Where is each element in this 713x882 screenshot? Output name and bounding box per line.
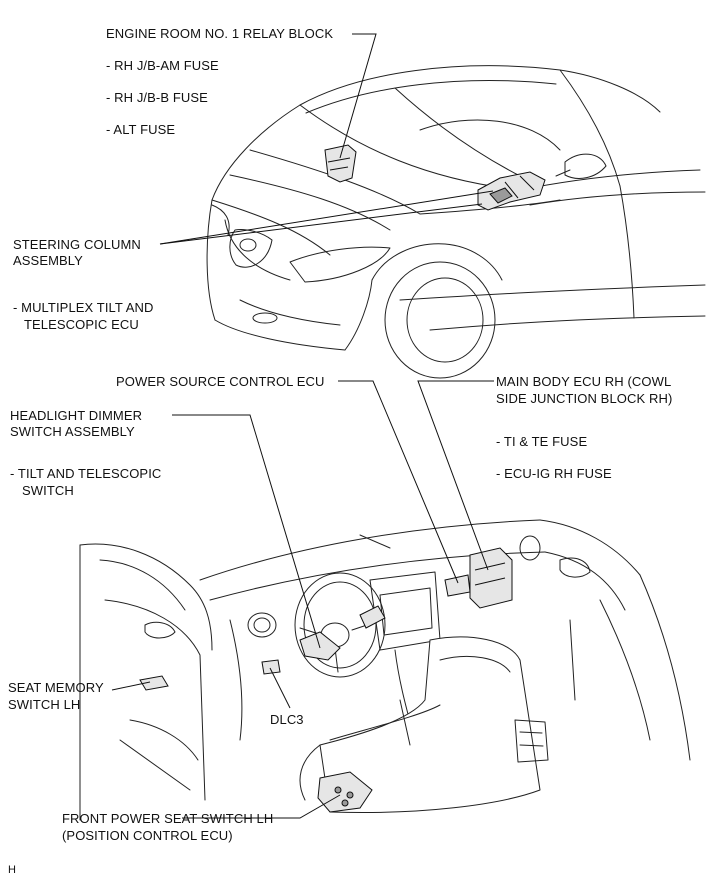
label-tilt-telescopic-line1: - TILT AND TELESCOPIC	[10, 466, 162, 481]
label-engine-room-relay-block: ENGINE ROOM NO. 1 RELAY BLOCK	[106, 26, 334, 41]
label-alt-fuse: - ALT FUSE	[106, 122, 176, 137]
label-ti-te-fuse: - TI & TE FUSE	[496, 434, 588, 449]
label-steering-column-line2: ASSEMBLY	[13, 253, 83, 268]
label-main-body-ecu-line1: MAIN BODY ECU RH (COWL	[496, 374, 672, 389]
label-seat-memory-line1: SEAT MEMORY	[8, 680, 104, 695]
label-rh-jb-b-fuse: - RH J/B-B FUSE	[106, 90, 208, 105]
label-headlight-dimmer-line1: HEADLIGHT DIMMER	[10, 408, 143, 423]
car-interior-drawing	[79, 519, 691, 821]
label-dlc3: DLC3	[270, 712, 304, 727]
label-seat-memory-line2: SWITCH LH	[8, 697, 81, 712]
label-front-power-seat-line2: (POSITION CONTROL ECU)	[62, 828, 233, 843]
label-ecu-ig-rh-fuse: - ECU-IG RH FUSE	[496, 466, 612, 481]
leader-lines	[111, 33, 494, 819]
label-main-body-ecu-line2: SIDE JUNCTION BLOCK RH)	[496, 391, 673, 406]
label-corner-mark: H	[8, 864, 17, 876]
car-exterior-drawing	[206, 65, 706, 379]
label-power-source-control-ecu: POWER SOURCE CONTROL ECU	[116, 374, 325, 389]
label-multiplex-line1: - MULTIPLEX TILT AND	[13, 300, 154, 315]
label-steering-column-line1: STEERING COLUMN	[13, 237, 141, 252]
label-headlight-dimmer-line2: SWITCH ASSEMBLY	[10, 424, 135, 439]
label-front-power-seat-line1: FRONT POWER SEAT SWITCH LH	[62, 811, 274, 826]
label-tilt-telescopic-line2: SWITCH	[22, 483, 74, 498]
label-rh-jb-am-fuse: - RH J/B-AM FUSE	[106, 58, 219, 73]
label-multiplex-line2: TELESCOPIC ECU	[24, 317, 139, 332]
